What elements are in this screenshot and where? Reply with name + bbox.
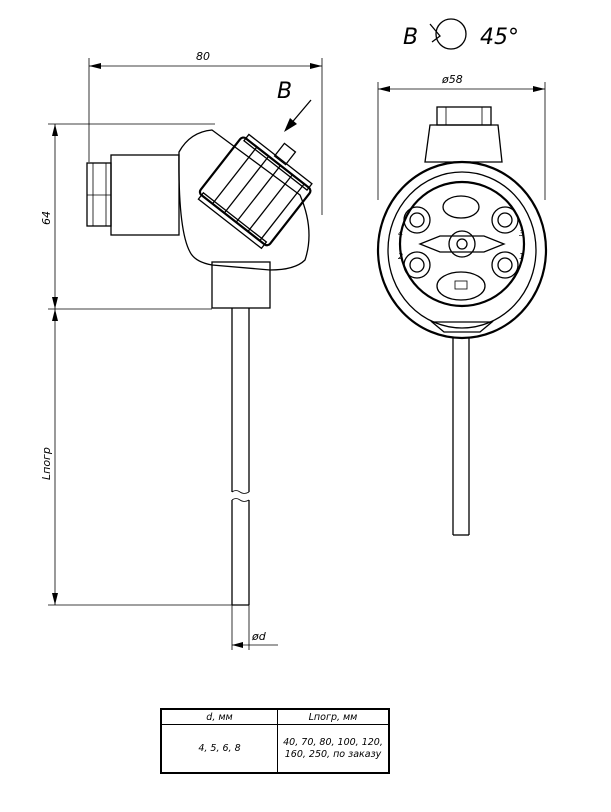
front-probe-tube bbox=[452, 338, 470, 536]
view-b: B 45° ø58 bbox=[376, 18, 548, 536]
terminal-label-3: 3 bbox=[519, 229, 524, 238]
top-slot bbox=[442, 195, 480, 219]
housing-outer bbox=[376, 160, 548, 340]
view-label: B bbox=[403, 25, 418, 50]
cell-d: 4, 5, 6, 8 bbox=[160, 724, 278, 774]
terminal-label-1: 1 bbox=[519, 252, 524, 261]
terminal-label-4: 4 bbox=[398, 229, 403, 238]
head-neck bbox=[211, 261, 271, 309]
head-cap bbox=[197, 133, 313, 250]
header-d: d, мм bbox=[160, 708, 278, 725]
housing-bottom-lug bbox=[430, 321, 494, 333]
dim-height-label: 64 bbox=[40, 211, 53, 225]
table-row: 4, 5, 6, 8 40, 70, 80, 100, 120, 160, 25… bbox=[160, 724, 390, 774]
terminal-br bbox=[491, 251, 519, 279]
center-hole bbox=[456, 238, 468, 250]
dimension-head-height: 64 bbox=[40, 123, 215, 310]
cap-screw bbox=[273, 142, 297, 166]
dimension-head-diameter: ø58 bbox=[377, 73, 546, 200]
table-header-row: d, мм Lпогр, мм bbox=[160, 708, 390, 725]
cell-length: 40, 70, 80, 100, 120, 160, 250, по заказ… bbox=[277, 724, 390, 774]
center-boss bbox=[448, 230, 476, 258]
head-housing bbox=[178, 129, 310, 271]
arrow-label: B bbox=[277, 79, 292, 104]
terminal-tr bbox=[491, 206, 519, 234]
dim-head-dia-label: ø58 bbox=[441, 73, 463, 86]
dim-width-label: 80 bbox=[196, 50, 210, 63]
housing-inner bbox=[387, 171, 537, 329]
rotation-icon bbox=[435, 18, 467, 50]
dimension-probe-diameter: ød bbox=[231, 605, 278, 650]
cable-gland bbox=[86, 154, 180, 236]
front-gland bbox=[424, 106, 503, 163]
view-arrow: B bbox=[277, 79, 312, 132]
terminal-label-2: 2 bbox=[398, 252, 403, 261]
side-view: B bbox=[86, 79, 313, 606]
bottom-slot bbox=[436, 271, 486, 301]
header-length: Lпогр, мм bbox=[277, 708, 390, 725]
dimension-immersion-length: Lпогр bbox=[40, 309, 232, 606]
center-bar bbox=[418, 235, 506, 253]
bottom-screw bbox=[454, 280, 468, 290]
dimension-width: 80 bbox=[88, 50, 323, 215]
spec-table: d, мм Lпогр, мм 4, 5, 6, 8 40, 70, 80, 1… bbox=[160, 708, 390, 774]
terminal-bl bbox=[403, 251, 431, 279]
rotation-label: 45° bbox=[480, 25, 519, 50]
cell-length-line1: 40, 70, 80, 100, 120, bbox=[283, 736, 383, 748]
terminal-tl bbox=[403, 206, 431, 234]
view-b-title: B 45° bbox=[403, 18, 519, 50]
probe-tube bbox=[231, 308, 250, 606]
dim-probe-dia-label: ød bbox=[251, 630, 267, 643]
dim-length-label: Lпогр bbox=[40, 447, 53, 480]
cell-length-line2: 160, 250, по заказу bbox=[284, 748, 382, 760]
terminal-block-ring bbox=[398, 180, 526, 308]
